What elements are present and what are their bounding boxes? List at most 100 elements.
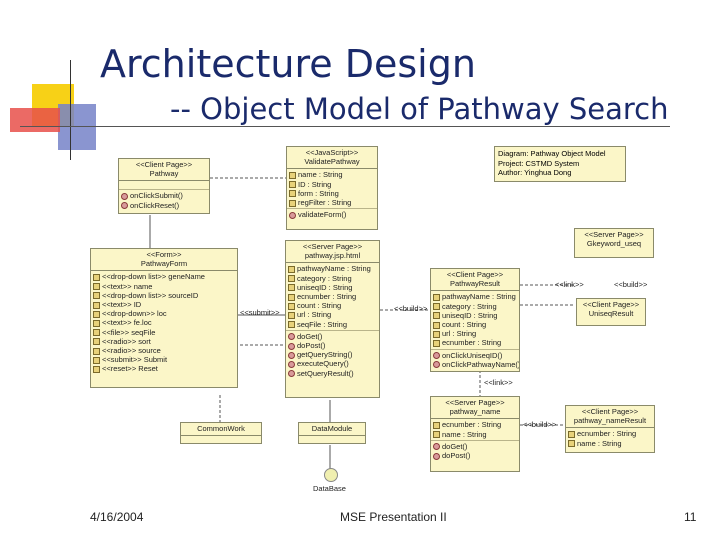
operation-icon: [433, 352, 440, 360]
attribute-icon: [433, 431, 440, 439]
relation-build: <<build>>: [614, 280, 648, 289]
operation-icon: [433, 361, 440, 369]
class-name: UniseqResult: [588, 309, 634, 319]
class-attribute: name : String: [442, 429, 487, 439]
class-operation: onClickPathwayName(): [442, 359, 520, 369]
class-attribute: url : String: [442, 329, 477, 339]
relation-build: <<build>>: [523, 420, 557, 429]
operation-icon: [288, 342, 295, 350]
attribute-icon: [433, 293, 440, 301]
page-number: 11: [684, 510, 697, 524]
class-operation: doPost(): [442, 451, 471, 461]
slide-title: Architecture Design: [100, 42, 476, 86]
class-attribute: <<text>> fe.loc: [102, 318, 152, 328]
class-attribute: uniseqID : String: [297, 282, 353, 292]
relation-submit: <<submit>>: [240, 308, 280, 317]
attribute-icon: [93, 329, 100, 337]
attribute-icon: [93, 356, 100, 364]
class-pathway-name-result: <<Client Page>>pathway_nameResult ecnumb…: [565, 405, 655, 453]
class-name: Gkeyword_useq: [586, 239, 642, 249]
class-attribute: <<reset>> Reset: [102, 364, 158, 374]
class-attribute: count : String: [297, 301, 342, 311]
attribute-icon: [433, 330, 440, 338]
class-attribute: <<drop-down list>> sourceID: [102, 290, 199, 300]
relation-link: <<link>>: [484, 378, 513, 387]
operation-icon: [121, 192, 128, 200]
operation-icon: [288, 370, 295, 378]
note-line: Diagram: Pathway Object Model: [498, 149, 606, 158]
attribute-icon: [289, 181, 296, 189]
class-common-work: CommonWork: [180, 422, 262, 444]
class-attribute: <<submit>> Submit: [102, 355, 168, 365]
class-attribute: url : String: [297, 310, 332, 320]
class-attribute: <<text>> name: [102, 281, 153, 291]
class-stereotype: <<Server Page>>: [445, 398, 505, 407]
attribute-icon: [288, 321, 295, 329]
operation-icon: [288, 351, 295, 359]
class-operation: onClickReset(): [130, 200, 180, 210]
attribute-icon: [289, 199, 296, 207]
class-attribute: category : String: [442, 301, 497, 311]
attribute-icon: [433, 421, 440, 429]
class-operation: validateForm(): [298, 210, 347, 220]
attribute-icon: [288, 293, 295, 301]
operation-icon: [433, 443, 440, 451]
attribute-icon: [93, 301, 100, 309]
class-stereotype: <<Server Page>>: [584, 230, 644, 239]
note-line: Author: Yinghua Dong: [498, 168, 572, 177]
class-attribute: <<drop-down>> loc: [102, 309, 167, 319]
class-name: PathwayForm: [140, 259, 188, 269]
attribute-icon: [93, 310, 100, 318]
class-attribute: form : String: [298, 188, 339, 198]
class-attribute: <<radio>> source: [102, 346, 161, 356]
class-name: pathway.jsp.html: [304, 251, 361, 261]
class-name: CommonWork: [197, 424, 245, 433]
deco-red-square: [10, 108, 60, 132]
relation-build: <<build>>: [394, 304, 428, 313]
diagram-note: Diagram: Pathway Object Model Project: C…: [494, 146, 626, 182]
class-attribute: name : String: [298, 170, 343, 180]
operation-icon: [288, 360, 295, 368]
attribute-icon: [93, 347, 100, 355]
class-attribute: count : String: [442, 320, 487, 330]
attribute-icon: [93, 365, 100, 373]
attribute-icon: [433, 303, 440, 311]
note-line: Project: CSTMD System: [498, 158, 580, 168]
deco-horizontal-line: [20, 126, 670, 127]
database-node-icon: [324, 468, 338, 482]
class-attribute: <<text>> ID: [102, 300, 142, 310]
class-operation: doGet(): [297, 331, 323, 341]
class-attribute: ecnumber : String: [442, 338, 502, 348]
attribute-icon: [93, 292, 100, 300]
attribute-icon: [288, 275, 295, 283]
footer-date: 4/16/2004: [90, 510, 144, 524]
attribute-icon: [433, 312, 440, 320]
class-attribute: <<drop-down list>> geneName: [102, 272, 205, 282]
class-data-module: DataModule: [298, 422, 366, 444]
deco-vertical-line: [70, 60, 71, 160]
relation-link: <<link>>: [555, 280, 584, 289]
class-stereotype: <<Server Page>>: [302, 242, 363, 251]
attribute-icon: [288, 311, 295, 319]
operation-icon: [433, 452, 440, 460]
attribute-icon: [93, 319, 100, 327]
attribute-icon: [288, 265, 295, 273]
attribute-icon: [93, 338, 100, 346]
class-name: pathway_nameResult: [573, 416, 647, 426]
class-stereotype: <<Form>>: [146, 250, 182, 259]
operation-icon: [288, 333, 295, 341]
class-attribute: seqFile : String: [297, 319, 348, 329]
class-server-pathway: <<Server Page>>pathway.jsp.html pathwayN…: [285, 240, 380, 398]
attribute-icon: [289, 190, 296, 198]
class-attribute: ID : String: [298, 179, 332, 189]
class-attribute: category : String: [297, 273, 352, 283]
class-operation: executeQuery(): [297, 359, 349, 369]
class-stereotype: <<Client Page>>: [135, 160, 193, 169]
class-attribute: ecnumber : String: [577, 429, 637, 439]
class-uniseq-result: <<Client Page>>UniseqResult: [576, 298, 646, 326]
class-attribute: pathwayName : String: [297, 264, 371, 274]
deco-blue-square: [58, 104, 96, 150]
attribute-icon: [568, 430, 575, 438]
class-operation: setQueryResult(): [297, 368, 354, 378]
